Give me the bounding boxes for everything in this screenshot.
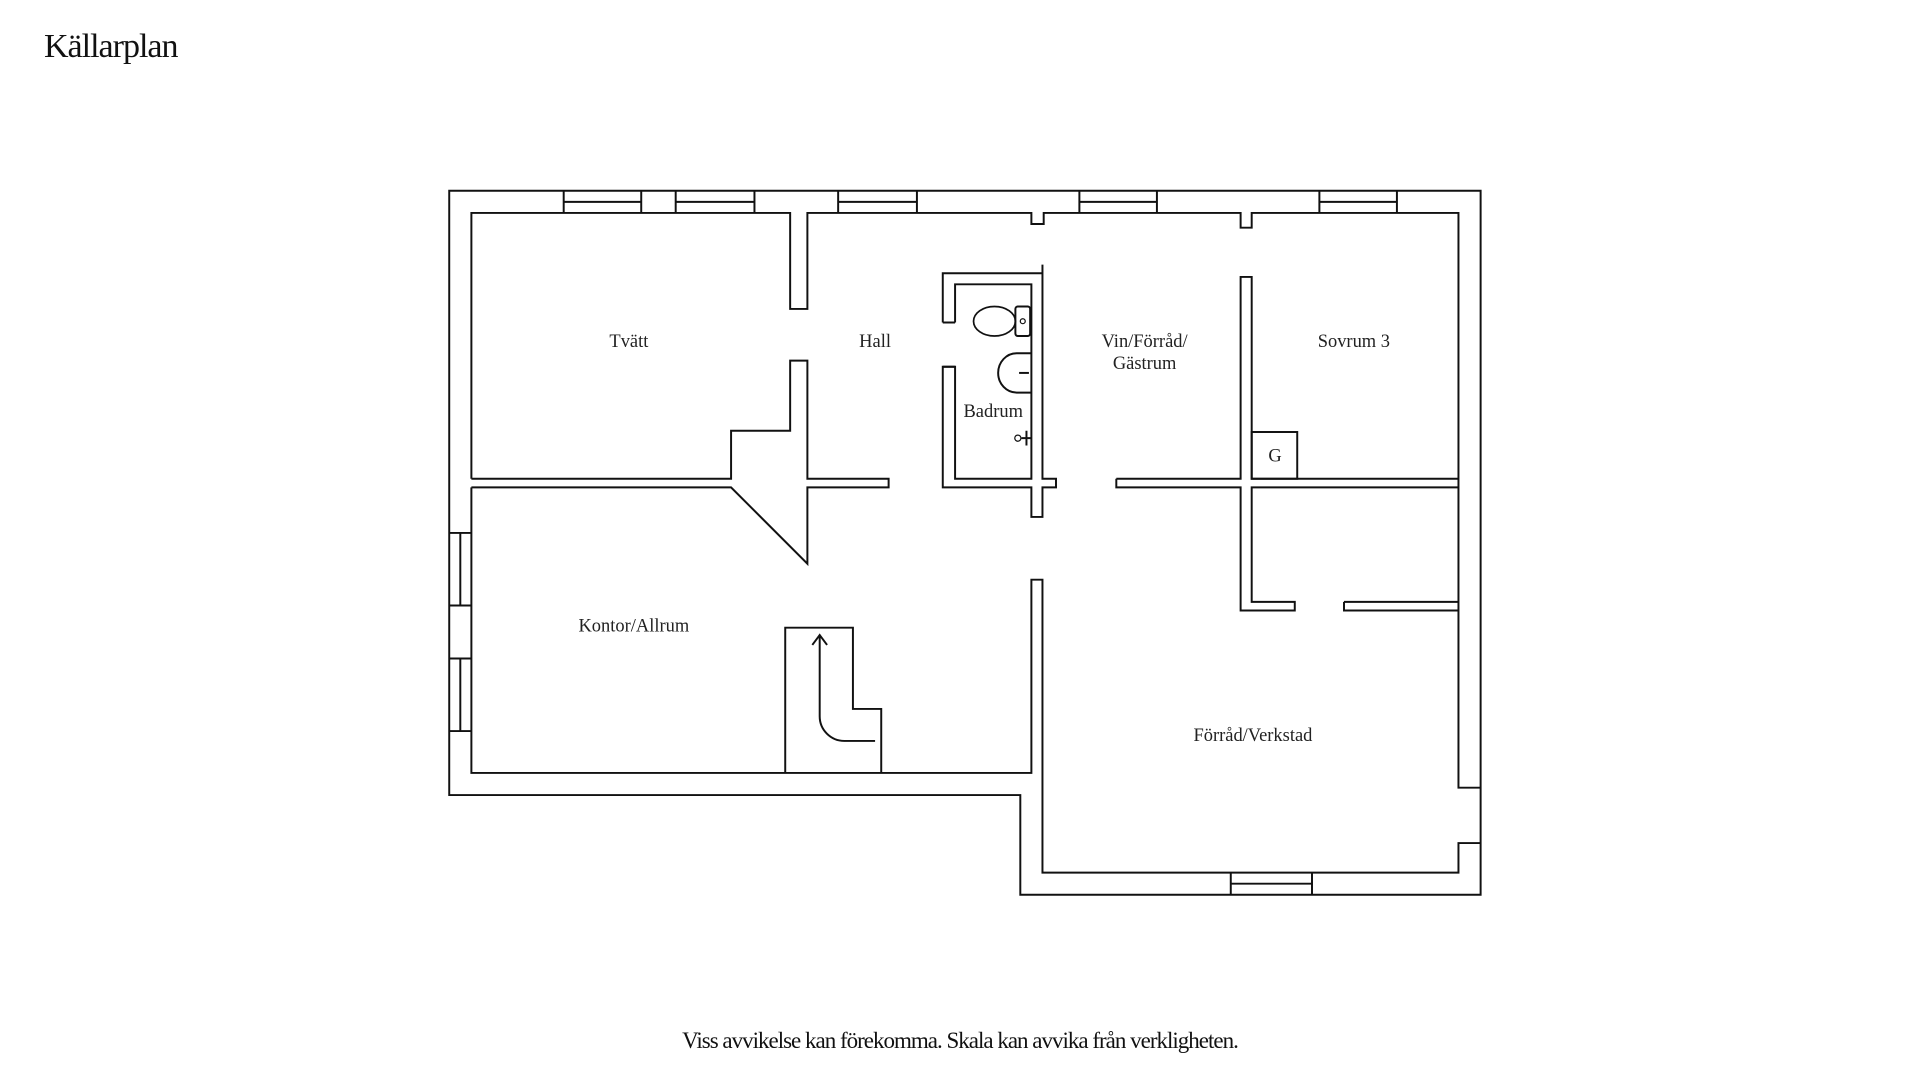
room-label-tvatt: Tvätt xyxy=(609,331,649,351)
toilet-icon xyxy=(972,305,1032,337)
boiler-box xyxy=(1250,431,1299,480)
room-label-vin: Vin/Förråd/ xyxy=(1102,331,1189,351)
room-label-badrum: Badrum xyxy=(964,401,1024,421)
room-label-kontor: Kontor/Allrum xyxy=(578,615,689,635)
shower-icon xyxy=(1014,430,1032,446)
windows xyxy=(449,190,1398,895)
room-label-forrad: Förråd/Verkstad xyxy=(1193,725,1312,745)
room-label-sovrum3: Sovrum 3 xyxy=(1318,331,1390,351)
room-label-gastrum: Gästrum xyxy=(1113,353,1177,373)
sink-icon xyxy=(997,352,1032,394)
boiler-label: G xyxy=(1268,446,1281,466)
room-label-hall: Hall xyxy=(859,331,891,351)
outer-walls xyxy=(448,189,1482,896)
page-title: Källarplan xyxy=(44,28,178,65)
stair-arrow-icon xyxy=(811,633,876,742)
disclaimer: Viss avvikelse kan förekomma. Skala kan … xyxy=(682,1028,1239,1053)
staircase xyxy=(784,626,883,773)
inner-walls xyxy=(470,211,1481,874)
